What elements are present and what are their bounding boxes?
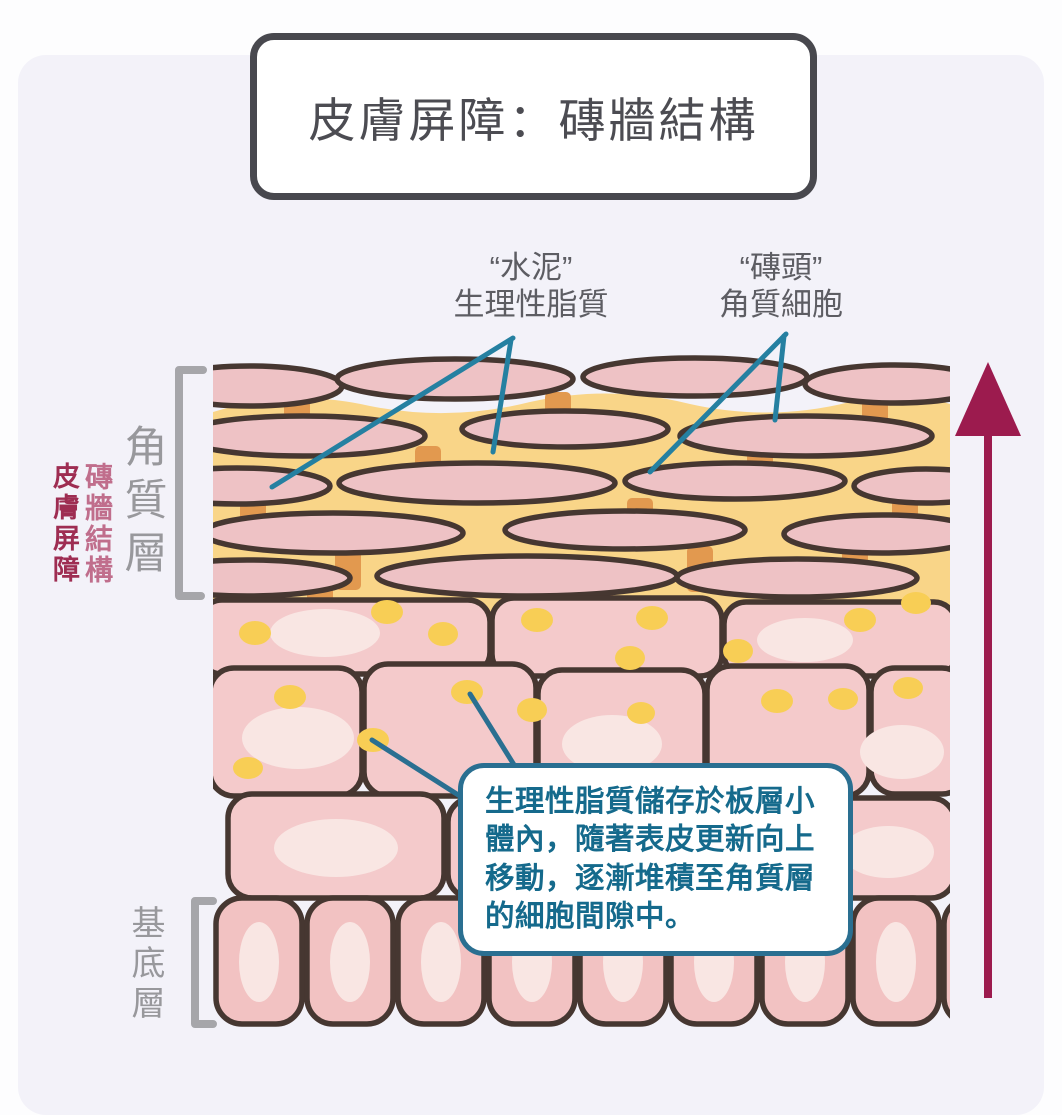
- layer-label-basal: 基底層: [126, 905, 164, 1025]
- layer-label-stratum-corneum: 角質層: [118, 424, 166, 583]
- upward-arrow-icon: [955, 362, 1021, 998]
- cement-pointer-line-left: [269, 335, 516, 490]
- basal-layer-bracket: [191, 897, 217, 1028]
- brick-label: “磚頭” 角質細胞: [719, 250, 843, 322]
- brick-pointer-line-left: [647, 331, 789, 475]
- cell-nuclei: [242, 609, 944, 878]
- stratum-corneum-cells: [213, 355, 950, 600]
- callout-box: 生理性脂質儲存於板層小 體內，隨著表皮更新向上 移動，逐漸堆積至角質層 的細胞間…: [458, 763, 853, 956]
- callout-text: 生理性脂質儲存於板層小 體內，隨著表皮更新向上 移動，逐漸堆積至角質層 的細胞間…: [485, 784, 816, 933]
- stratum-corneum-bracket: [175, 366, 207, 600]
- cement-pointer-line-right: [490, 337, 514, 455]
- cement-label: “水泥” 生理性脂質: [453, 250, 609, 322]
- page-title: 皮膚屏障：磚牆結構: [308, 94, 759, 147]
- side-label-skin-barrier: 皮膚屏障: [49, 462, 79, 586]
- side-label-brick-wall: 磚牆結構: [82, 462, 113, 586]
- callout-pointer-line-lower: [369, 737, 466, 801]
- callout-pointer-line-upper: [467, 691, 519, 771]
- title-box: 皮膚屏障：磚牆結構: [250, 33, 817, 200]
- brick-pointer-line-right: [772, 333, 787, 423]
